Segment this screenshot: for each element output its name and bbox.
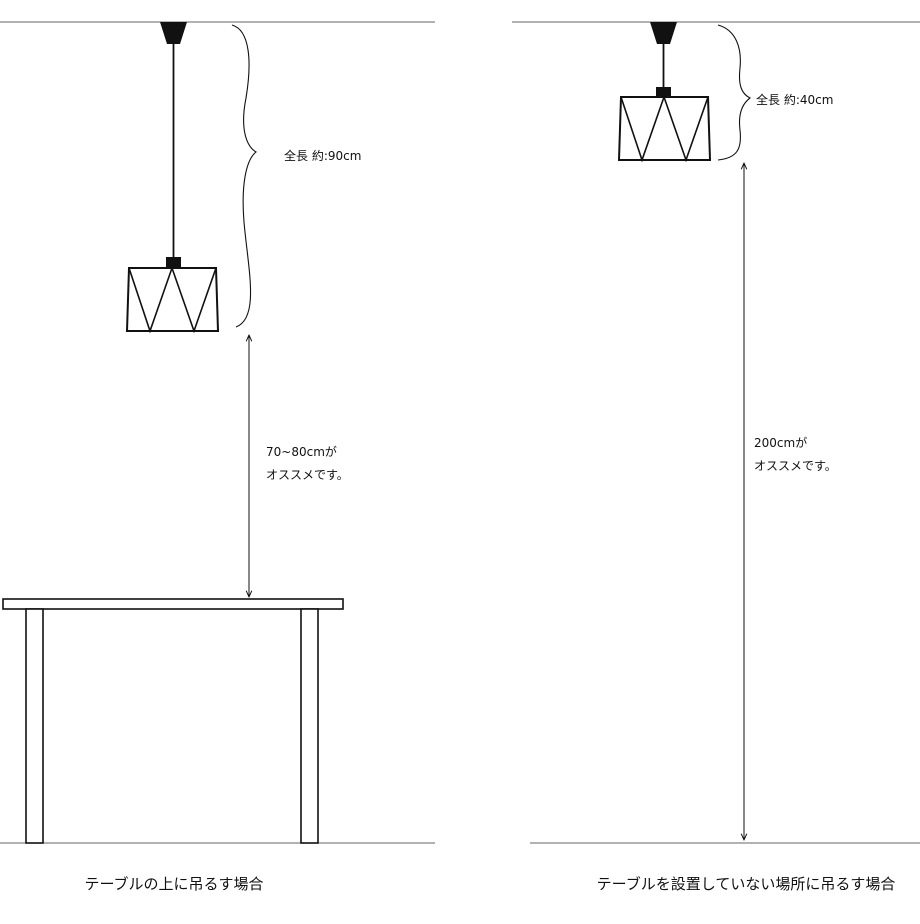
left-caption: テーブルの上に吊るす場合 xyxy=(84,875,263,893)
left-lamp-shade xyxy=(125,265,220,334)
right-panel: 全長 約:40cm 200cmが オススメです。 テーブルを設置していない場所に… xyxy=(512,21,920,893)
right-gap-label-line1: 200cmが xyxy=(754,435,807,450)
table-top xyxy=(2,598,344,610)
left-ceiling-canopy xyxy=(160,22,187,44)
right-length-brace xyxy=(717,24,752,161)
right-caption: テーブルを設置していない場所に吊るす場合 xyxy=(597,875,896,893)
left-panel: 全長 約:90cm 70~80cmが オススメです。 テーブルの上に吊るす場合 xyxy=(0,21,435,893)
table-leg-left xyxy=(25,608,44,844)
table-leg-right xyxy=(300,608,319,844)
left-total-length-label: 全長 約:90cm xyxy=(284,148,361,163)
right-lamp-socket xyxy=(656,87,671,97)
right-lamp-shade xyxy=(617,94,712,163)
left-length-brace xyxy=(231,24,257,328)
right-total-length-label: 全長 約:40cm xyxy=(756,92,833,107)
left-lamp-socket xyxy=(166,257,181,267)
right-ceiling-canopy xyxy=(650,22,677,44)
table xyxy=(2,598,344,844)
right-gap-label-line2: オススメです。 xyxy=(754,459,837,473)
left-gap-label-line1: 70~80cmが xyxy=(266,444,337,459)
left-gap-label-line2: オススメです。 xyxy=(266,468,349,482)
